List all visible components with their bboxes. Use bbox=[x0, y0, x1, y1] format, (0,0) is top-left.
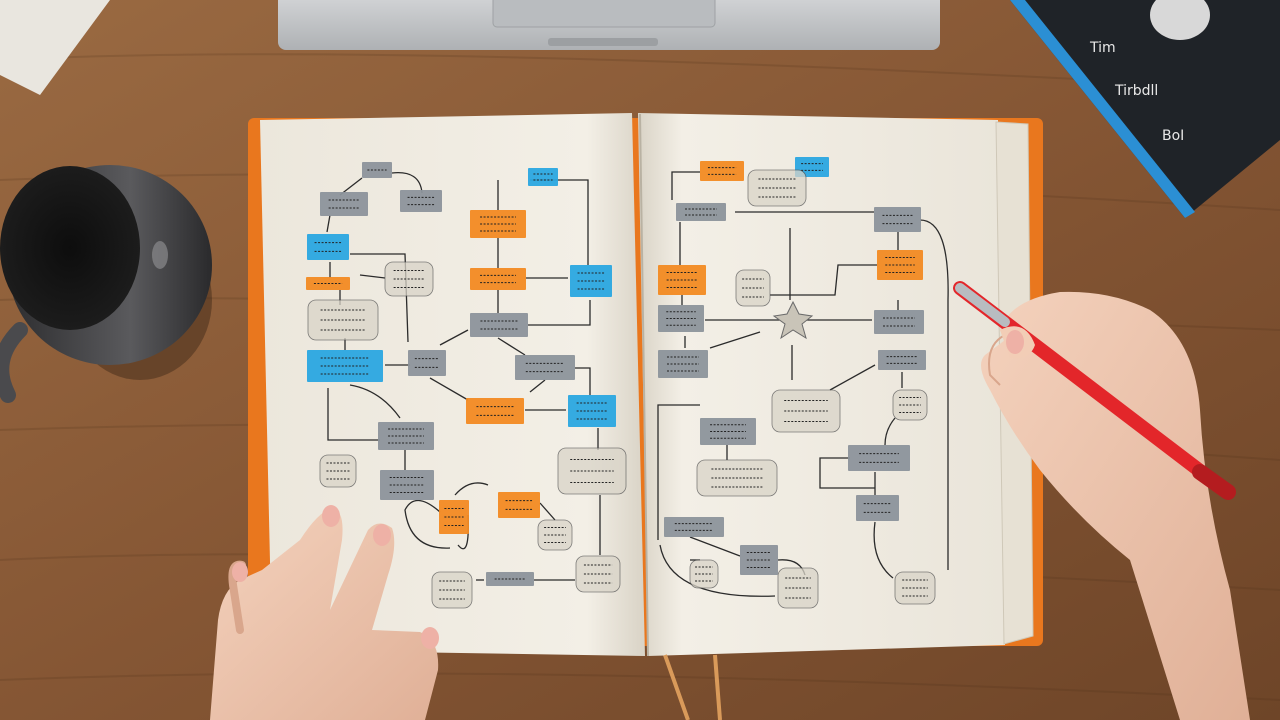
book-title-line3: BoI bbox=[1162, 128, 1184, 144]
left-diagram-box bbox=[470, 210, 526, 238]
pen-tip bbox=[955, 283, 1010, 327]
left-diagram-box bbox=[515, 355, 575, 380]
right-diagram-box bbox=[856, 495, 899, 521]
book: Tim Tirbdll BoI bbox=[1010, 0, 1280, 218]
left-diagram-box bbox=[380, 470, 434, 500]
paper-stack bbox=[0, 0, 110, 95]
right-diagram-box bbox=[658, 350, 708, 378]
left-diagram-box bbox=[470, 313, 528, 337]
left-diagram-box bbox=[537, 519, 573, 551]
right-diagram-box bbox=[874, 310, 924, 334]
left-diagram-box bbox=[570, 265, 612, 297]
star-sketch bbox=[772, 300, 814, 340]
fingernail bbox=[1006, 330, 1024, 354]
right-diagram-box bbox=[658, 305, 704, 332]
left-diagram-box bbox=[557, 447, 627, 495]
book-title-line2: Tirbdll bbox=[1114, 83, 1158, 99]
laptop-trackpad bbox=[492, 0, 716, 28]
left-diagram-box bbox=[319, 454, 357, 488]
right-diagram-box bbox=[878, 350, 926, 370]
right-diagram-box bbox=[658, 265, 706, 295]
mouse bbox=[1150, 0, 1210, 40]
left-diagram-box bbox=[575, 555, 621, 593]
left-diagram-box bbox=[378, 422, 434, 450]
left-diagram-box bbox=[568, 395, 616, 427]
left-diagram-box bbox=[498, 492, 540, 518]
left-diagram-box bbox=[362, 162, 392, 178]
left-diagram-box bbox=[466, 398, 524, 424]
right-diagram-box bbox=[777, 567, 819, 609]
right-diagram-box bbox=[700, 418, 756, 445]
fingernail bbox=[232, 562, 248, 582]
right-diagram-box bbox=[877, 250, 923, 280]
left-diagram-box bbox=[431, 571, 473, 609]
right-diagram-box bbox=[735, 269, 771, 307]
bookmark-ribbon bbox=[663, 654, 722, 720]
right-diagram-box bbox=[676, 203, 726, 221]
right-hand bbox=[953, 281, 1250, 720]
left-diagram-box bbox=[307, 234, 349, 260]
left-diagram-box bbox=[470, 268, 526, 290]
book-title-line1: Tim bbox=[1089, 40, 1116, 56]
right-diagram-box bbox=[771, 389, 841, 433]
right-diagram-box bbox=[892, 389, 928, 421]
right-diagram-box bbox=[696, 459, 778, 497]
right-page bbox=[638, 113, 1005, 656]
right-diagram-box bbox=[689, 559, 719, 589]
left-diagram-box bbox=[384, 261, 434, 297]
red-pen bbox=[953, 281, 1236, 500]
right-diagram-box bbox=[894, 571, 936, 605]
left-page-diagram bbox=[306, 162, 627, 609]
left-hand bbox=[210, 505, 439, 720]
right-diagram-box bbox=[700, 161, 744, 181]
left-diagram-box bbox=[307, 350, 383, 382]
coffee-mug bbox=[0, 165, 212, 403]
left-diagram-box bbox=[307, 299, 379, 341]
right-diagram-box bbox=[664, 517, 724, 537]
right-diagram-box bbox=[874, 207, 921, 232]
right-page-diagram bbox=[658, 157, 936, 609]
right-diagram-box bbox=[740, 545, 778, 575]
left-diagram-box bbox=[320, 192, 368, 216]
fingernail bbox=[373, 524, 391, 546]
fingernail bbox=[322, 505, 340, 527]
left-diagram-box bbox=[486, 572, 534, 586]
left-diagram-box bbox=[528, 168, 558, 186]
left-diagram-box bbox=[408, 350, 446, 376]
coffee bbox=[0, 166, 140, 330]
left-diagram-box bbox=[439, 500, 469, 534]
fingernail bbox=[421, 627, 439, 649]
left-diagram-box bbox=[400, 190, 442, 212]
laptop bbox=[278, 0, 940, 50]
left-diagram-box bbox=[306, 277, 350, 290]
right-diagram-box bbox=[848, 445, 910, 471]
right-diagram-box bbox=[747, 169, 807, 207]
mug-handle bbox=[0, 322, 28, 403]
